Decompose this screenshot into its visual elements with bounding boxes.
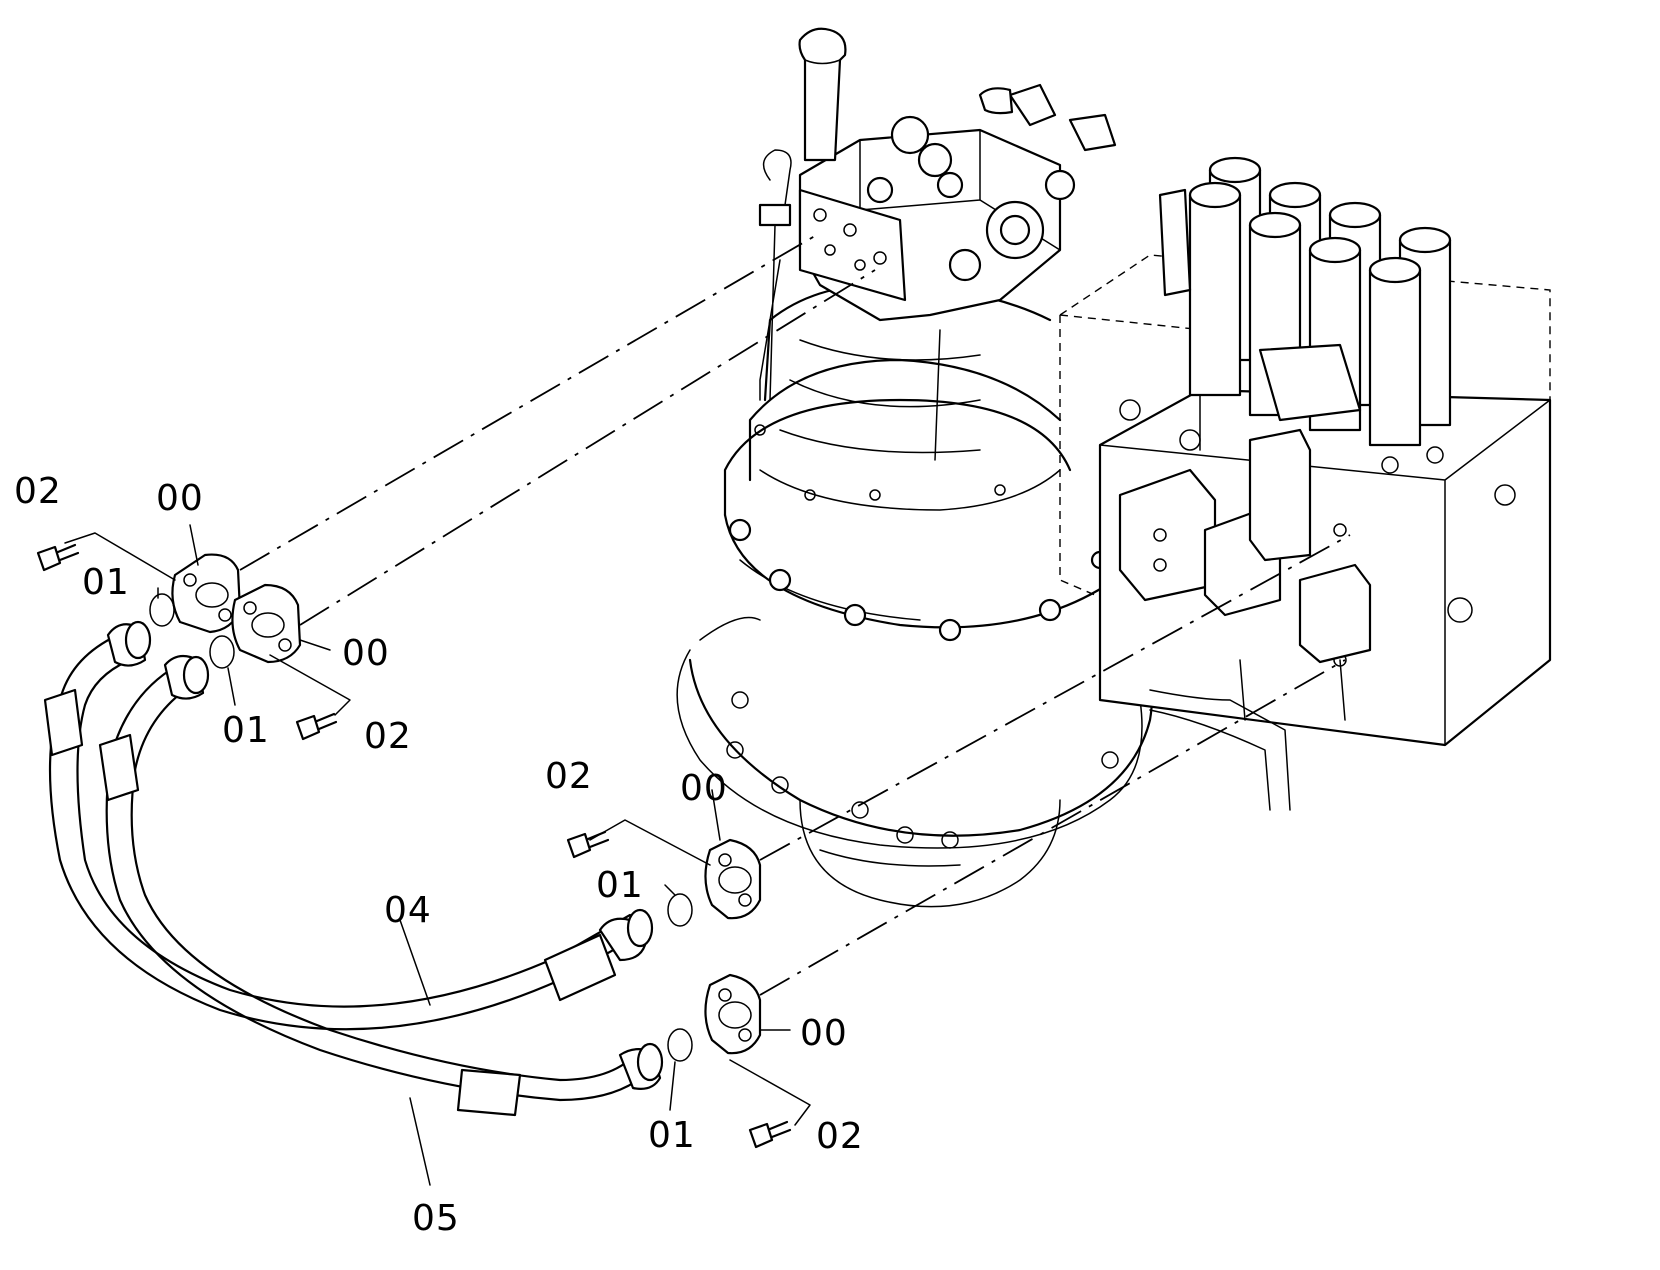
flange-upper-2 (231, 583, 302, 664)
callout-01-bottom: 01 (648, 1115, 696, 1156)
swing-motor (676, 27, 1179, 908)
callout-02-lower: 02 (545, 756, 593, 797)
lower-ring-bolts (726, 671, 1179, 849)
hose-05 (98, 654, 664, 1117)
bolt-lower-1 (566, 830, 610, 859)
hose-04-ferrule-mid (543, 933, 617, 1002)
hose-04 (43, 620, 654, 1031)
hose-04-ferrule-end (43, 688, 84, 757)
dipstick (798, 27, 847, 162)
o-ring-lower-2 (667, 1028, 693, 1062)
control-valve-block (1059, 156, 1552, 811)
callout-00-top: 00 (156, 478, 204, 519)
bolt-lower-2 (748, 1120, 792, 1149)
hose-05-ferrule-mid (456, 1068, 522, 1117)
assembly-centerlines (239, 232, 1351, 996)
hose-05-ferrule-end (98, 733, 140, 802)
flange-lower-2 (704, 973, 762, 1055)
leader-lines (64, 524, 811, 1186)
callout-01-top: 01 (82, 562, 130, 603)
callout-02-top-left: 02 (14, 471, 62, 512)
callout-00-lower: 00 (680, 768, 728, 809)
solenoids (1118, 343, 1372, 721)
callout-01-mid: 01 (222, 710, 270, 751)
callout-01-lower: 01 (596, 865, 644, 906)
flange-lower-1 (704, 838, 762, 920)
middle-flange-bolts (728, 424, 1110, 642)
bolt-upper-2 (295, 712, 338, 741)
bolt-upper-1 (36, 543, 80, 572)
callout-05: 05 (412, 1198, 460, 1239)
callout-02-mid: 02 (364, 716, 412, 757)
callout-00-right: 00 (342, 633, 390, 674)
o-ring-upper-1 (149, 593, 175, 627)
valve-spools (1188, 156, 1452, 447)
callout-02-bottom: 02 (816, 1116, 864, 1157)
callout-04: 04 (384, 890, 432, 931)
callouts: 02 00 01 00 01 02 02 00 01 04 00 01 02 0… (14, 471, 864, 1239)
callout-00-bottom: 00 (800, 1013, 848, 1054)
o-ring-upper-2 (209, 635, 235, 669)
o-ring-lower-1 (667, 893, 693, 927)
flange-upper-1 (171, 553, 242, 634)
